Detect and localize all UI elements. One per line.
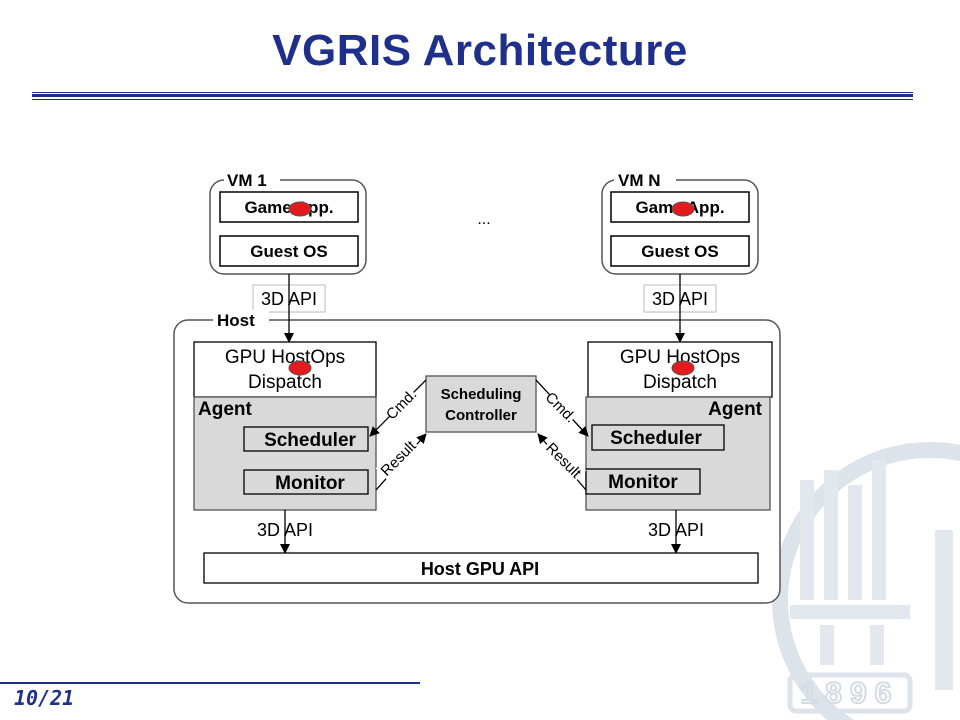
footer-rule [0, 682, 420, 684]
slide-title: VGRIS Architecture [272, 26, 688, 75]
host-right-hook-dot [671, 360, 695, 376]
host-gpu-api [203, 552, 759, 584]
controller-line2: Controller [445, 407, 517, 424]
host-right: GPU HostOps Dispatch Agent Scheduler Mon… [585, 341, 773, 511]
vm-left-guest-os [219, 235, 359, 267]
title-rule [32, 92, 913, 100]
host-left-dispatch-line1: GPU HostOps [225, 347, 345, 368]
host-left-scheduler [243, 426, 369, 452]
vm-left: VM 1 Game App. Guest OS [209, 171, 367, 275]
host-left: GPU HostOps Dispatch Agent Scheduler Mon… [193, 341, 377, 511]
host-right-dispatch-line2: Dispatch [643, 372, 717, 393]
host-left-monitor-label: Monitor [275, 473, 345, 494]
university-emblem-watermark: 1896 [772, 442, 960, 720]
scheduling-controller: Scheduling Controller [425, 375, 537, 433]
host-right-monitor-label: Monitor [608, 472, 678, 493]
host-left-hook-dot [288, 360, 312, 376]
vm-right-hook-dot [671, 201, 695, 217]
controller-line1: Scheduling [441, 386, 522, 403]
host-gpu-api-label: Host GPU API [421, 559, 539, 579]
page-number: 10/21 [14, 686, 75, 710]
host-left-monitor [243, 469, 369, 495]
vm-right-guest-os [610, 235, 750, 267]
vm-right: VM N Game App. Guest OS [601, 171, 759, 275]
host-left-dispatch-line2: Dispatch [248, 372, 322, 393]
vm-right-guest-os-label: Guest OS [641, 242, 718, 261]
host-right-scheduler [591, 424, 725, 451]
host-right-monitor [585, 468, 701, 495]
host-label: Host [217, 311, 255, 330]
vm-right-label: VM N [618, 171, 661, 190]
vm-left-hook-dot [288, 201, 312, 217]
host-right-scheduler-label: Scheduler [610, 428, 702, 449]
host-right-agent-label: Agent [708, 399, 763, 420]
watermark-year: 1896 [801, 677, 900, 710]
host-left-agent-label: Agent [198, 399, 253, 420]
vm-left-label: VM 1 [227, 171, 267, 190]
host-right-dispatch-line1: GPU HostOps [620, 347, 740, 368]
vm-left-guest-os-label: Guest OS [250, 242, 327, 261]
host-left-scheduler-label: Scheduler [264, 430, 356, 451]
vm-ellipsis: ... [477, 211, 490, 228]
